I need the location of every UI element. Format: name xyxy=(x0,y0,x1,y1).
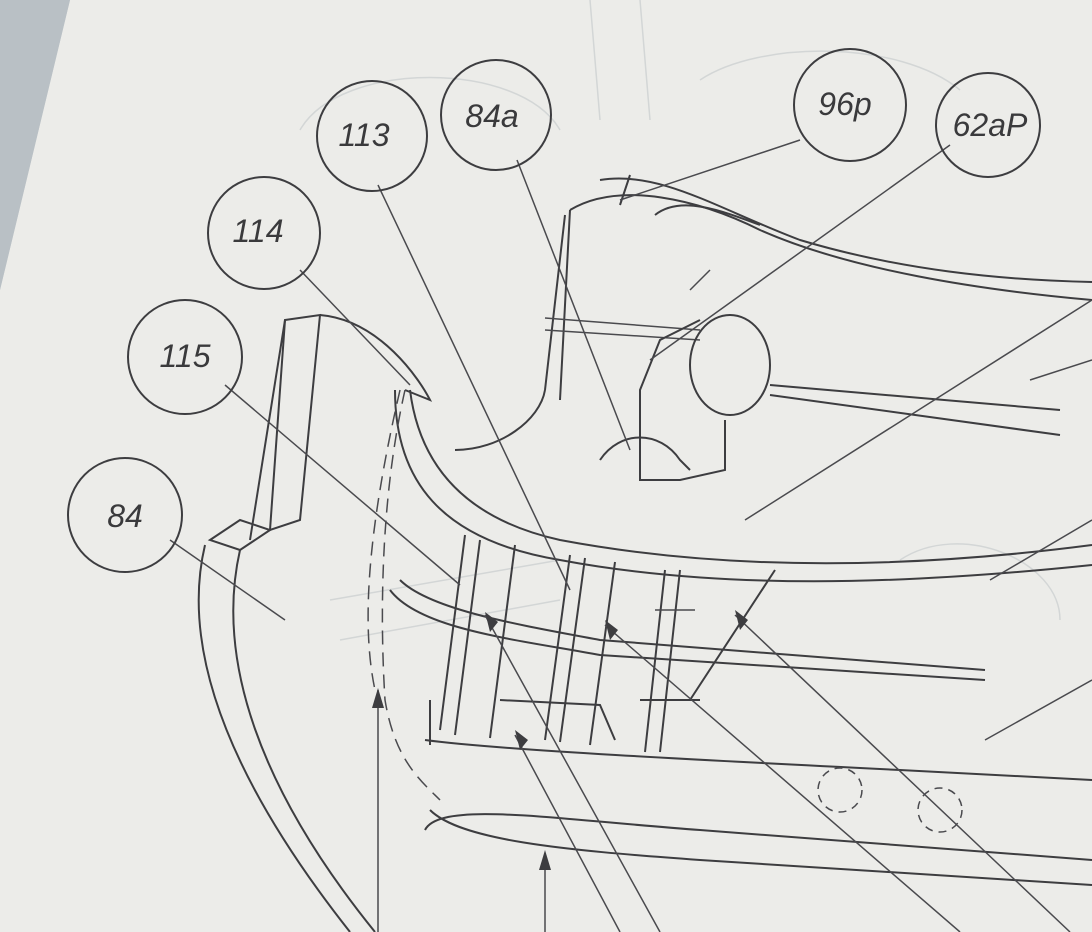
callout-114: 114 xyxy=(207,176,321,290)
callout-label: 113 xyxy=(338,117,389,153)
callout-84a: 84a xyxy=(440,59,552,171)
callout-label: 115 xyxy=(159,338,210,374)
callout-label: 114 xyxy=(232,213,283,249)
hull-drawing xyxy=(197,174,1092,932)
callout-96p: 96p xyxy=(793,48,907,162)
callout-115: 115 xyxy=(127,299,243,415)
callout-label: 84a xyxy=(465,98,518,134)
callout-113: 113 xyxy=(316,80,428,192)
paper-shadow xyxy=(0,0,70,290)
callout-label: 62aP xyxy=(953,107,1028,143)
callout-84: 84 xyxy=(67,457,183,573)
callout-label: 96p xyxy=(818,86,871,122)
callout-label: 84 xyxy=(107,498,143,534)
leader-lines xyxy=(169,139,951,621)
callout-62aP: 62aP xyxy=(935,72,1041,178)
